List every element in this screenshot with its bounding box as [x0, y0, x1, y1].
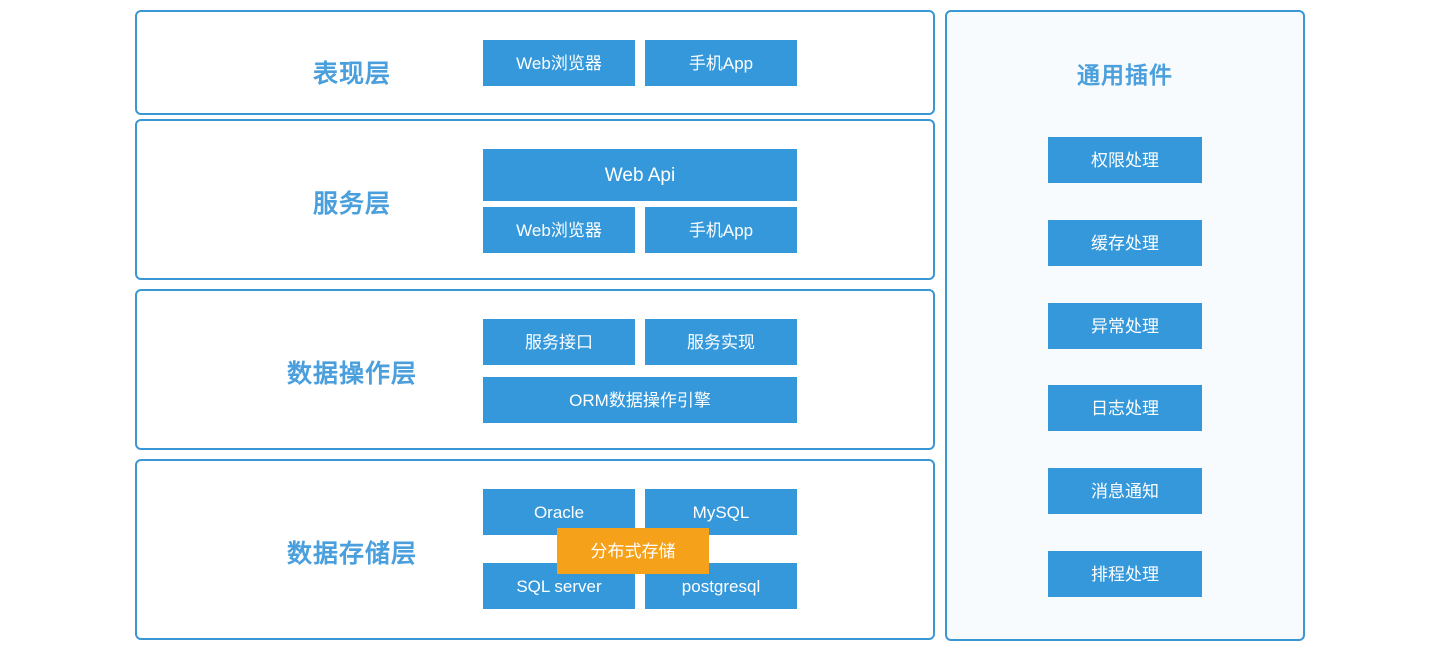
- node-service-interface[interactable]: 服务接口: [483, 319, 635, 365]
- node-web-browser-service[interactable]: Web浏览器: [483, 207, 635, 253]
- layer-title-service: 服务层: [312, 190, 391, 218]
- layer-title-presentation: 表现层: [312, 60, 391, 88]
- node-web-api[interactable]: Web Api: [483, 149, 797, 201]
- node-mobile-app-service[interactable]: 手机App: [645, 207, 797, 253]
- plugins-panel-title: 通用插件: [1077, 62, 1173, 88]
- layer-title-data-storage: 数据存储层: [286, 540, 417, 568]
- layer-panel-data-operation: 数据操作层 服务接口 服务实现 ORM数据操作引擎: [135, 289, 935, 450]
- node-oracle[interactable]: Oracle: [483, 489, 635, 535]
- node-web-browser-presentation[interactable]: Web浏览器: [483, 40, 635, 86]
- layer-panel-service: 服务层 Web Api Web浏览器 手机App: [135, 119, 935, 280]
- node-service-implementation[interactable]: 服务实现: [645, 319, 797, 365]
- layer-panel-data-storage: 数据存储层 Oracle MySQL SQL server postgresql…: [135, 459, 935, 640]
- plugin-item-scheduling[interactable]: 排程处理: [1048, 551, 1202, 597]
- node-distributed-storage[interactable]: 分布式存储: [557, 528, 709, 574]
- plugin-item-cache[interactable]: 缓存处理: [1048, 220, 1202, 266]
- node-orm-engine[interactable]: ORM数据操作引擎: [483, 377, 797, 423]
- node-mobile-app-presentation[interactable]: 手机App: [645, 40, 797, 86]
- node-mysql[interactable]: MySQL: [645, 489, 797, 535]
- plugin-item-logging[interactable]: 日志处理: [1048, 385, 1202, 431]
- plugins-panel: 通用插件 权限处理 缓存处理 异常处理 日志处理 消息通知 排程处理: [945, 10, 1305, 641]
- layer-panel-presentation: 表现层 Web浏览器 手机App: [135, 10, 935, 115]
- plugin-item-message-notification[interactable]: 消息通知: [1048, 468, 1202, 514]
- plugin-item-permission[interactable]: 权限处理: [1048, 137, 1202, 183]
- plugin-item-exception[interactable]: 异常处理: [1048, 303, 1202, 349]
- layer-title-data-operation: 数据操作层: [286, 360, 417, 388]
